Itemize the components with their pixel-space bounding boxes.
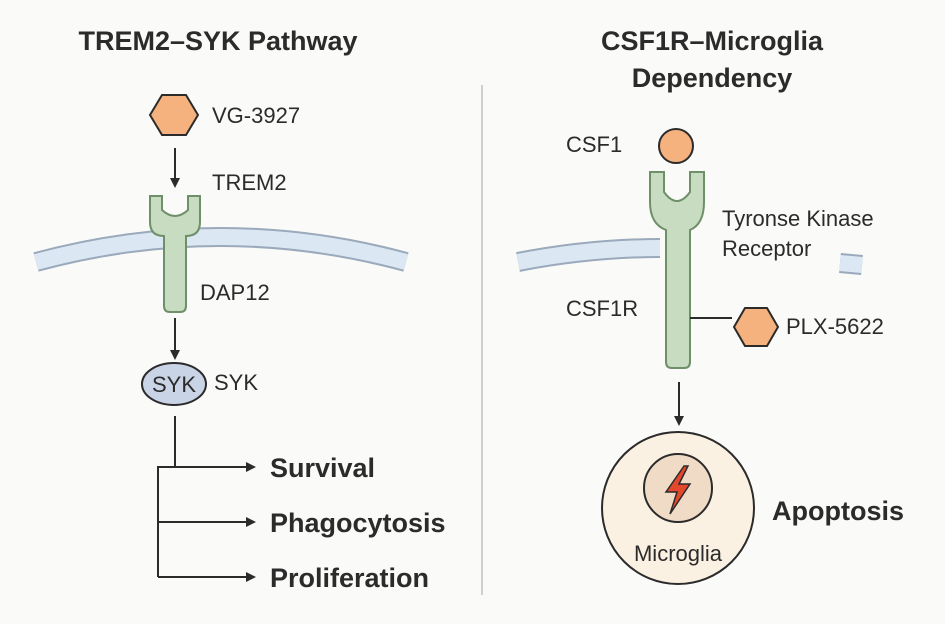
csf1r-receptor (649, 171, 705, 369)
microglia-label: Microglia (634, 541, 723, 566)
trem2-label: TREM2 (212, 170, 287, 195)
csf1-label: CSF1 (566, 132, 622, 157)
outcome-proliferation: Proliferation (270, 563, 429, 593)
receptor-desc-line2: Receptor (722, 236, 811, 261)
inhibitor-label: PLX-5622 (786, 314, 884, 339)
hexagon-inhibitor-icon (732, 307, 780, 347)
hexagon-drug-icon (148, 94, 200, 136)
outcome-survival: Survival (270, 453, 375, 483)
lightning-bolt-icon (664, 465, 692, 515)
left-panel-title: TREM2–SYK Pathway (78, 26, 357, 56)
dap12-label: DAP12 (200, 280, 270, 305)
trem2-receptor (149, 195, 201, 313)
outcome-phagocytosis: Phagocytosis (270, 508, 446, 538)
csf1r-label: CSF1R (566, 296, 638, 321)
apoptosis-label: Apoptosis (772, 496, 904, 526)
right-panel-title-line2: Dependency (632, 63, 793, 93)
syk-branch-connector (157, 416, 176, 577)
receptor-desc-line1: Tyronse Kinase (722, 206, 874, 231)
right-panel-title-line1: CSF1R–Microglia (601, 26, 824, 56)
csf1-ligand (658, 128, 694, 164)
drug-label: VG-3927 (212, 103, 300, 128)
syk-node (141, 362, 207, 406)
syk-label: SYK (214, 370, 258, 395)
syk-node-text: SYK (152, 372, 196, 397)
